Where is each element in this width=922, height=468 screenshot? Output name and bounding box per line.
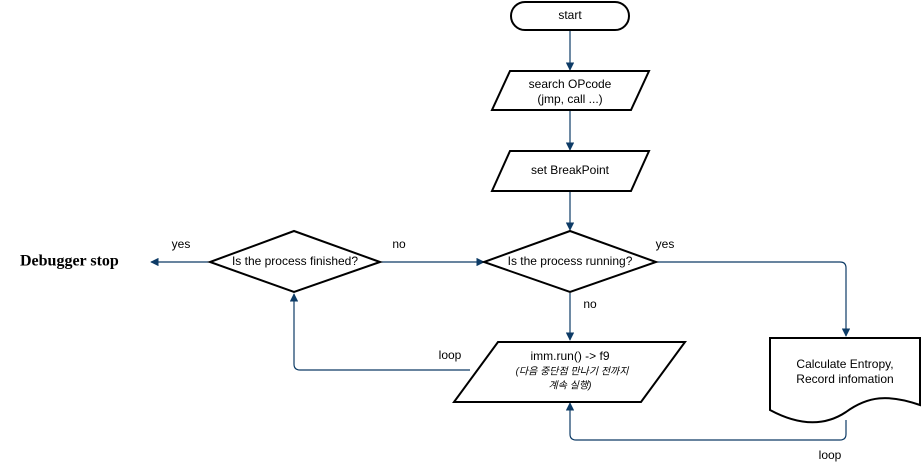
edge-label-finished-no: no (392, 237, 406, 251)
search-opcode-line1: search OPcode (529, 77, 612, 91)
calc-entropy-line2: Record infomation (796, 372, 893, 386)
decision-shape (207, 229, 383, 294)
parallelogram-shape (490, 70, 651, 111)
edge-label-finished-yes: yes (172, 237, 191, 251)
node-start: start (510, 1, 630, 31)
calc-entropy-line1: Calculate Entropy, (796, 357, 893, 371)
parallelogram-shape (490, 150, 651, 192)
edge-labels: yes no yes no loop loop (172, 237, 842, 462)
parallelogram-shape (452, 341, 687, 403)
edge-label-running-no: no (583, 297, 597, 311)
debugger-stop-label: Debugger stop (20, 253, 119, 270)
node-search-opcode: search OPcode (jmp, call ...) (490, 70, 651, 111)
document-shape (769, 337, 921, 424)
terminator-shape (510, 1, 630, 31)
set-breakpoint-label: set BreakPoint (531, 163, 610, 177)
edge-imm-run-loop-to-finished (289, 293, 470, 371)
decision-shape (481, 229, 659, 294)
edge-calc-loop-to-imm-run (565, 402, 847, 441)
is-finished-label: Is the process finished? (232, 254, 358, 268)
edge-label-loop-bottom: loop (819, 448, 842, 462)
edges (150, 30, 851, 441)
start-label: start (558, 8, 582, 22)
is-running-label: Is the process running? (508, 254, 633, 268)
edge-label-running-yes: yes (656, 237, 675, 251)
node-is-running: Is the process running? (481, 229, 659, 294)
imm-run-line1: imm.run() -> f9 (530, 349, 609, 363)
node-calc-entropy: Calculate Entropy, Record infomation (769, 337, 921, 424)
imm-run-line3: 계속 실행) (549, 380, 592, 392)
edge-label-loop-left: loop (439, 348, 462, 362)
search-opcode-line2: (jmp, call ...) (537, 92, 602, 106)
imm-run-line2: (다음 중단점 만나기 전까지 (516, 366, 630, 378)
node-set-breakpoint: set BreakPoint (490, 150, 651, 192)
node-imm-run: imm.run() -> f9 (다음 중단점 만나기 전까지 계속 실행) (452, 341, 687, 403)
node-is-finished: Is the process finished? (207, 229, 383, 294)
edge-running-yes-to-calc (656, 261, 851, 337)
